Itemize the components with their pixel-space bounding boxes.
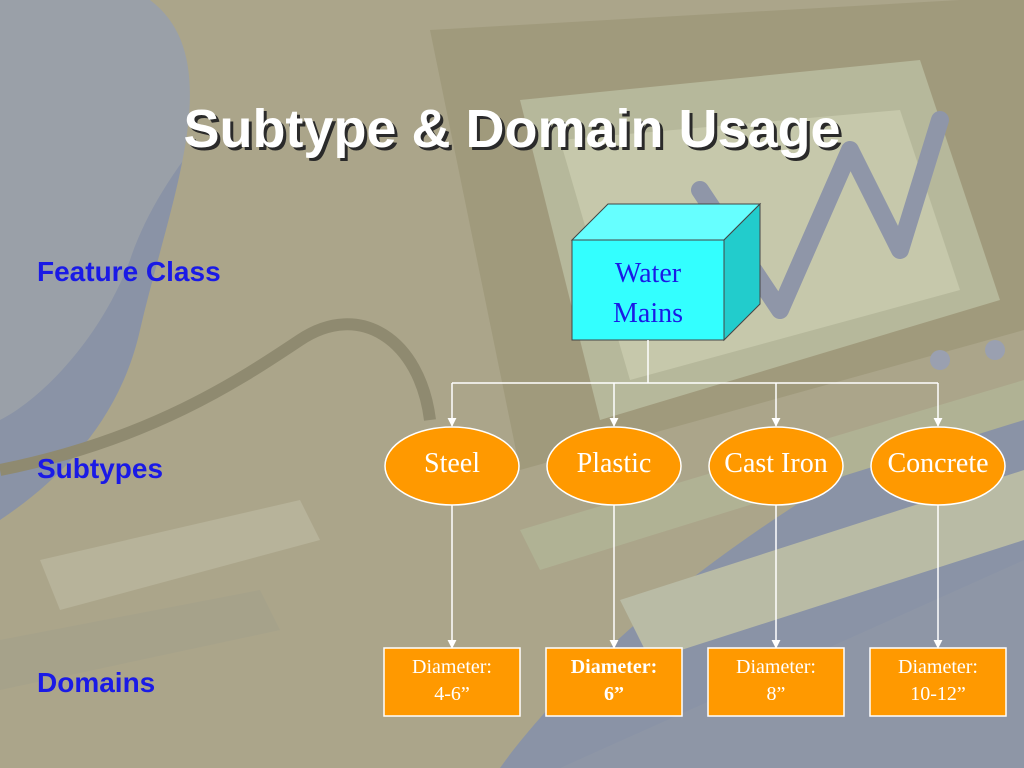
domain-label-cast-iron-line2: 8”: [766, 683, 786, 705]
domain-node-plastic: [545, 647, 683, 717]
domain-label-steel: Diameter: 4-6”: [384, 654, 520, 708]
domain-node-steel: [383, 647, 521, 717]
domains-label: Domains: [37, 667, 156, 698]
feature-class-label: Feature Class: [37, 256, 221, 287]
subtype-label-steel: Steel: [424, 448, 480, 479]
feature-class-name-line2: Mains: [613, 298, 683, 329]
domain-label-plastic: Diameter: 6”: [546, 654, 682, 708]
domain-label-plastic-line2: 6”: [604, 683, 624, 705]
domain-nodes: [383, 647, 1007, 717]
water-mains-cube: [570, 202, 762, 342]
domain-node-cast-iron: [707, 647, 845, 717]
domain-label-concrete-line1: Diameter:: [898, 656, 978, 678]
domain-label-steel-line2: 4-6”: [434, 683, 470, 705]
domain-label-cast-iron: Diameter: 8”: [708, 654, 844, 708]
domain-label-concrete-line2: 10-12”: [910, 683, 966, 705]
feature-class-name-line1: Water: [614, 258, 682, 289]
subtype-label-plastic: Plastic: [576, 448, 652, 479]
feature-class-name: Water Mains: [572, 254, 724, 334]
domain-label-steel-line1: Diameter:: [412, 656, 492, 678]
cube-front-face: [571, 239, 725, 341]
subtype-label-cast-iron: Cast Iron: [724, 448, 828, 479]
slide-title: Subtype & Domain Usage: [183, 99, 841, 159]
subtypes-label: Subtypes: [37, 453, 164, 484]
domain-node-concrete: [869, 647, 1007, 717]
domain-label-cast-iron-line1: Diameter:: [736, 656, 816, 678]
connectors-feature-to-subtypes: [447, 340, 943, 427]
domain-label-plastic-line1: Diameter:: [570, 656, 658, 678]
domain-label-concrete: Diameter: 10-12”: [870, 654, 1006, 708]
connectors-subtypes-to-domains: [447, 505, 943, 649]
subtype-label-concrete: Concrete: [887, 448, 989, 479]
